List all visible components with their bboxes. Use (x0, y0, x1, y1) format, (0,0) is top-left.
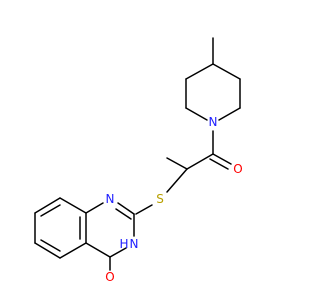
bond-c6-c5 (34, 242, 61, 259)
methylpiperidine-group (185, 37, 241, 121)
background (0, 0, 300, 300)
bond-carbonyl-o-2 (209, 158, 229, 170)
bond-c2-n (218, 107, 241, 121)
bond-aromatic-inner-1 (40, 204, 61, 217)
molecule-canvas: N O S N N H O (0, 0, 300, 300)
bond-n1-c8a (85, 202, 104, 214)
bond-c5-c4a (59, 242, 87, 259)
bond-c8-c7 (34, 197, 61, 214)
bond-carbonyl-ch2 (186, 153, 214, 170)
molecule-structure: N O S N N H O (0, 0, 300, 300)
atom-o-amide: O (233, 162, 242, 176)
atom-n-piperidine: N (209, 115, 218, 129)
amide-linker-group (166, 130, 232, 170)
bond-ch2-s (166, 157, 188, 170)
bond-c4-n3 (109, 247, 127, 258)
bond-c4-c3 (212, 63, 241, 80)
bond-c4a-c4 (85, 242, 111, 258)
bond-n-c6 (185, 107, 208, 121)
quinazolinone-group (34, 197, 153, 271)
atom-s-thioether: S (156, 192, 164, 206)
atom-n3-quinazoline: N (130, 237, 139, 251)
atom-n1-quinazoline: N (106, 192, 115, 206)
atom-o-quinazolinone: O (105, 270, 114, 284)
atom-h-n3: H (119, 237, 128, 251)
bond-c2-n1-a (117, 202, 135, 215)
bond-c2-n1-b (115, 208, 132, 220)
bond-carbonyl-o-1 (212, 153, 232, 165)
bond-ch2-s-draw (166, 168, 188, 193)
bond-c8a-c8 (59, 197, 87, 214)
bond-aromatic-inner-2 (40, 239, 61, 252)
bond-s-c2-real (135, 204, 153, 215)
bond-c5-c4 (185, 63, 214, 80)
